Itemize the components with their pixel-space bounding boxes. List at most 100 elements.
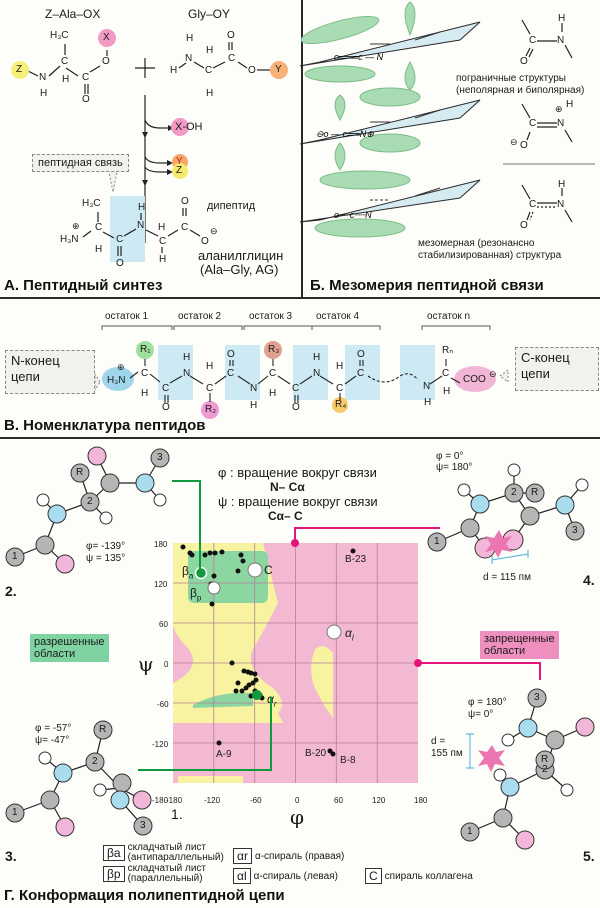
fig3-atom-2: 2 (92, 756, 98, 767)
panel-c-title: В. Номенклатура пептидов (4, 417, 206, 434)
fig2-atom-3: 3 (157, 452, 163, 463)
chart-number: 1. (171, 806, 183, 822)
chain-o2: O (227, 349, 235, 360)
fig5-distance-1: d = (431, 736, 446, 747)
forbidden-label-line1: запрещенные (484, 633, 555, 645)
h3n-terminus: H₃N (107, 375, 126, 386)
boundary-label-1: пограничные структуры (456, 73, 566, 84)
legend-collagen-symbol: C (365, 868, 382, 884)
atom-z: Z (16, 64, 23, 75)
coo-group: COO (463, 374, 486, 385)
legend-alpha-r-text: α-спираль (правая) (254, 850, 345, 862)
x-tick-120: 120 (372, 796, 386, 805)
prod-n: N (137, 220, 145, 231)
label-beta-p: βp (190, 586, 202, 603)
fig2-atom-1: 1 (12, 551, 18, 562)
x-tick-0: 0 (295, 796, 300, 805)
fig5-phi-label: φ = 180° (468, 697, 507, 708)
svg-text:⊖o — c══N⊕: ⊖o — c══N⊕ (316, 129, 374, 139)
c-terminus-line1: С-конец (521, 350, 570, 365)
legend-collagen-text: спираль коллагена (384, 870, 473, 882)
res1-c: C (529, 35, 537, 46)
allowed-label-line1: разрешенные (34, 636, 105, 648)
residue-n-label: остаток n (427, 311, 471, 322)
prod-minus-icon: ⊖ (210, 226, 218, 236)
legend-beta-a: βa складчатый лист (антипараллельный) (103, 843, 224, 863)
atom-c3: C (205, 65, 213, 76)
allowed-regions-label: разрешенные области (30, 634, 109, 662)
y-group-circle (270, 61, 288, 79)
boundary-label-2: (неполярная и биполярная) (456, 85, 585, 96)
fig3-phi-label: φ = -57° (35, 723, 72, 734)
atom-o2: O (82, 94, 90, 105)
chain-o1: O (162, 402, 170, 413)
fig5-atom-3: 3 (534, 692, 540, 703)
chain-c1: C (141, 368, 149, 379)
x-axis-label: φ (290, 805, 305, 829)
x-tick-180: 180 (414, 796, 428, 805)
fig4-atom-1: 1 (434, 536, 440, 547)
atom-n2: N (185, 53, 193, 64)
c-terminus-callout: С-конец цепи (515, 347, 599, 391)
side-chain-r4: R₄ (335, 399, 347, 410)
atom-n1: N (39, 72, 47, 83)
res1-h: H (558, 13, 566, 24)
fig5-atom-1: 1 (467, 826, 473, 837)
residue-2-label: остаток 2 (178, 311, 222, 322)
res2-plus-icon: ⊕ (555, 104, 563, 114)
prod-h1: H (95, 244, 103, 255)
label-beta-a: βa (182, 564, 194, 581)
chain-o3: O (292, 402, 300, 413)
chain-c3: C (206, 383, 214, 394)
label-b23: B-23 (345, 554, 367, 565)
fig5-distance-2: 155 пм (431, 748, 463, 759)
chain-h8: H (424, 397, 432, 408)
chain-h2: H (183, 352, 191, 363)
chain-h3: H (206, 361, 214, 372)
res1-o: O (520, 56, 528, 67)
reactant1-label: Z–Ala–OX (45, 7, 101, 21)
byproduct-z: Z (176, 165, 183, 176)
panel-d-title: Г. Конформация полипептидной цепи (4, 887, 285, 904)
residue-4-label: остаток 4 (316, 311, 360, 322)
legend-beta-p: βp складчатый лист (параллельный) (103, 864, 206, 884)
legend-collagen: C спираль коллагена (365, 868, 473, 884)
chain-c7: C (336, 383, 344, 394)
z-group-circle (11, 61, 29, 79)
n-terminus-line2: цепи (11, 369, 40, 384)
prod-h4: H (159, 254, 167, 265)
atom-o4: O (248, 65, 256, 76)
mesomeric-label-1: мезомерная (резонансно (418, 238, 535, 249)
psi-definition: ψ : вращение вокруг связи (218, 494, 378, 509)
y-axis-label: ψ (138, 652, 154, 676)
fig4-phi-label: φ = 0° (436, 451, 464, 462)
legend-beta-a-symbol: βa (103, 845, 125, 861)
prod-o3: O (201, 236, 209, 247)
fig3-atom-r: R (99, 724, 107, 735)
y-tick-60: 60 (159, 620, 168, 629)
alpha-l-marker (326, 624, 342, 640)
y-tick-m60: -60 (157, 700, 169, 709)
side-chain-r3: R₃ (268, 344, 280, 355)
residue-1-label: остаток 1 (105, 311, 149, 322)
res2-c: C (529, 118, 537, 129)
chain-n1: N (183, 368, 191, 379)
chain-n2: N (250, 383, 258, 394)
x-tick-60: 60 (334, 796, 343, 805)
atom-h4: H (170, 65, 178, 76)
atom-h6: H (206, 88, 214, 99)
y-tick-120: 120 (154, 580, 168, 589)
forbidden-regions-label: запрещенные области (480, 631, 559, 659)
peptide-bond-callout: пептидная связь (32, 154, 129, 172)
chain-h7: H (336, 361, 344, 372)
prod-h3c: H₃C (82, 198, 101, 209)
psi-bond: Cα– C (268, 509, 303, 523)
divider-vertical-top (301, 0, 303, 297)
chain-c8: C (357, 368, 365, 379)
product-label: дипептид (207, 200, 256, 212)
divider-middle (0, 437, 600, 439)
legend-beta-p-symbol: βp (103, 866, 125, 882)
y-tick-m180: -180 (152, 796, 169, 805)
